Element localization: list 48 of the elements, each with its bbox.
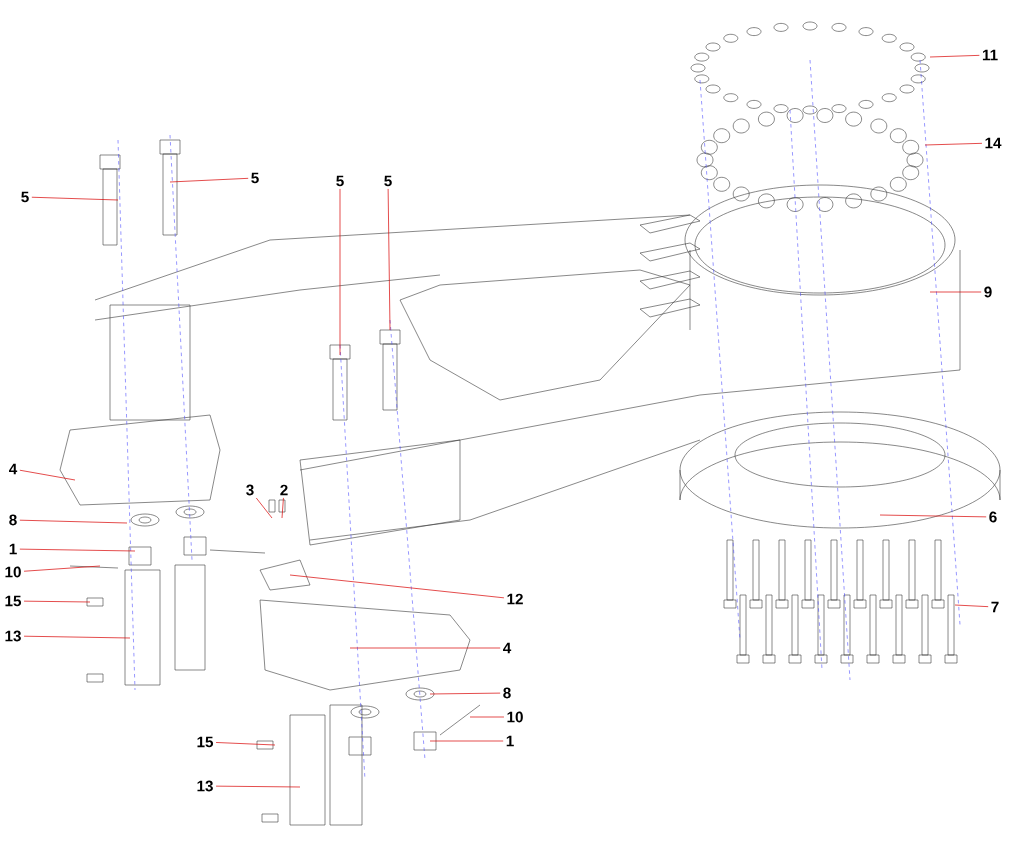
leader-line: [23, 635, 131, 639]
callout-number: 13: [197, 780, 213, 792]
callout-number: 5: [384, 175, 392, 187]
leader-line: [289, 574, 505, 599]
leader-line: [429, 692, 501, 695]
callout-number: 12: [507, 593, 523, 605]
leader-line: [929, 55, 980, 58]
leader-line: [169, 177, 249, 183]
leader-line: [19, 548, 136, 552]
leader-line: [879, 514, 987, 518]
callout-number: 15: [5, 595, 22, 607]
callout-number: 13: [5, 630, 21, 642]
leader-line: [339, 188, 341, 356]
leader-line: [349, 647, 501, 649]
leader-line: [19, 519, 128, 524]
leader-line: [387, 188, 391, 331]
callout-number: 1: [9, 543, 17, 555]
leader-line: [215, 742, 276, 746]
leader-line: [954, 604, 989, 607]
callout-number: 2: [280, 484, 288, 496]
leader-line: [929, 291, 982, 293]
leader-line: [19, 469, 76, 481]
callout-number: 15: [197, 736, 214, 748]
callout-number: 5: [336, 175, 344, 187]
leader-line: [23, 600, 91, 603]
callout-number: 7: [991, 601, 999, 613]
callout-number: 8: [9, 514, 17, 526]
leader-line: [924, 143, 983, 146]
callout-number: 6: [989, 511, 997, 523]
leader-line: [429, 740, 504, 742]
leader-line: [215, 785, 301, 788]
leader-line: [255, 497, 273, 519]
leader-line: [23, 565, 101, 572]
callout-number: 8: [503, 687, 511, 699]
leader-line: [469, 716, 505, 718]
callout-number: 14: [985, 137, 1002, 149]
callout-number: 3: [246, 484, 254, 496]
callout-number: 4: [9, 463, 18, 475]
callout-number: 9: [984, 286, 992, 298]
callout-number: 11: [982, 49, 998, 61]
callout-number: 1: [506, 735, 514, 747]
callout-number: 4: [503, 642, 512, 654]
leader-line: [31, 196, 119, 201]
callout-number: 5: [251, 172, 259, 184]
callout-number: 10: [5, 566, 21, 578]
callout-number: 10: [507, 711, 523, 723]
callout-number: 5: [21, 191, 29, 203]
leader-line: [281, 497, 284, 519]
